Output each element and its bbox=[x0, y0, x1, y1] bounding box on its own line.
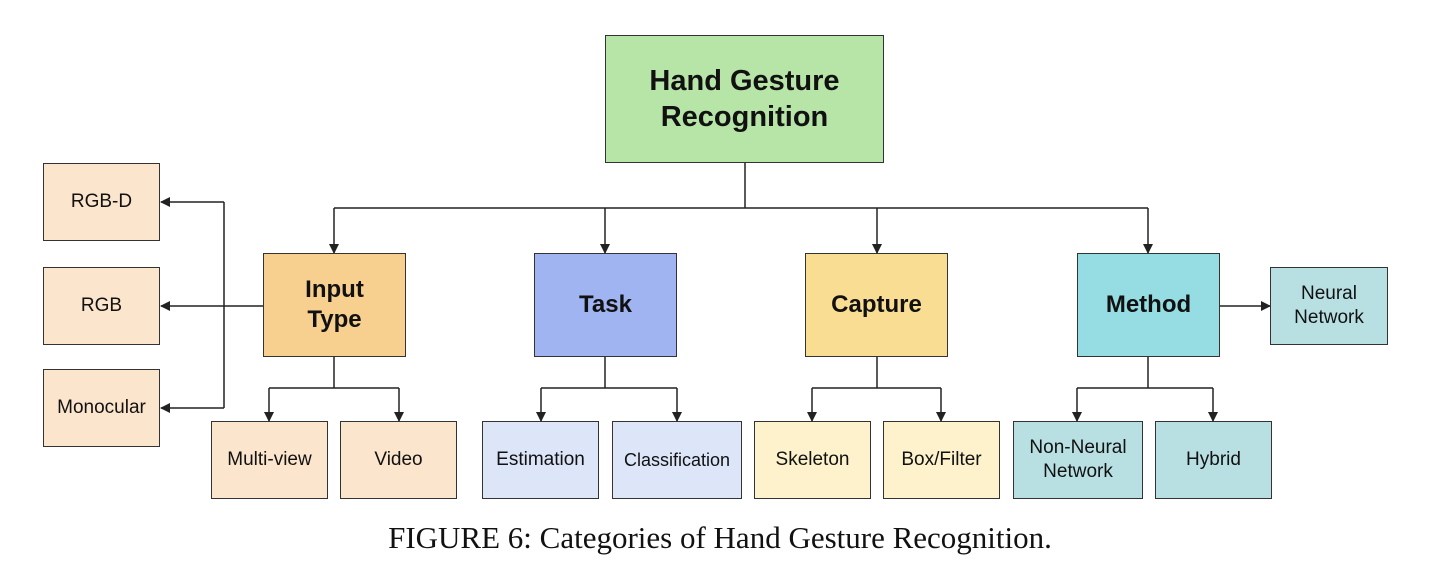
category-task: Task bbox=[534, 253, 677, 357]
node-rgb-d: RGB-D bbox=[43, 163, 160, 241]
root-label: Hand Gesture Recognition bbox=[649, 64, 840, 133]
node-classification: Classification bbox=[612, 421, 742, 499]
node-multi-view: Multi-view bbox=[211, 421, 328, 499]
category-capture-label: Capture bbox=[831, 291, 922, 318]
node-rgb: RGB bbox=[43, 267, 160, 345]
category-method: Method bbox=[1077, 253, 1220, 357]
node-skeleton-label: Skeleton bbox=[775, 449, 850, 471]
node-classification-label: Classification bbox=[623, 449, 731, 470]
node-rgb-label: RGB bbox=[80, 295, 123, 317]
node-video: Video bbox=[340, 421, 457, 499]
node-box-filter: Box/Filter bbox=[883, 421, 1000, 499]
node-skeleton: Skeleton bbox=[754, 421, 871, 499]
node-estimation: Estimation bbox=[482, 421, 599, 499]
root-node-hand-gesture-recognition: Hand Gesture Recognition bbox=[605, 35, 884, 163]
node-multi-view-label: Multi-view bbox=[227, 449, 312, 471]
node-hybrid-label: Hybrid bbox=[1186, 449, 1241, 471]
node-rgb-d-label: RGB-D bbox=[70, 191, 133, 213]
node-video-label: Video bbox=[374, 449, 423, 471]
figure-caption: FIGURE 6: Categories of Hand Gesture Rec… bbox=[388, 520, 1052, 555]
node-hybrid: Hybrid bbox=[1155, 421, 1272, 499]
node-monocular: Monocular bbox=[43, 369, 160, 447]
category-input-type: Input Type bbox=[263, 253, 406, 357]
category-task-label: Task bbox=[579, 291, 632, 318]
node-monocular-label: Monocular bbox=[57, 397, 146, 419]
node-non-neural-network: Non-Neural Network bbox=[1013, 421, 1143, 499]
node-neural-network: Neural Network bbox=[1270, 267, 1388, 345]
category-capture: Capture bbox=[805, 253, 948, 357]
node-box-filter-label: Box/Filter bbox=[901, 449, 982, 471]
node-non-neural-network-label: Non-Neural Network bbox=[1029, 437, 1127, 482]
node-estimation-label: Estimation bbox=[496, 449, 585, 471]
category-method-label: Method bbox=[1105, 291, 1192, 318]
category-input-type-label: Input Type bbox=[305, 276, 364, 333]
node-neural-network-label: Neural Network bbox=[1294, 283, 1364, 328]
